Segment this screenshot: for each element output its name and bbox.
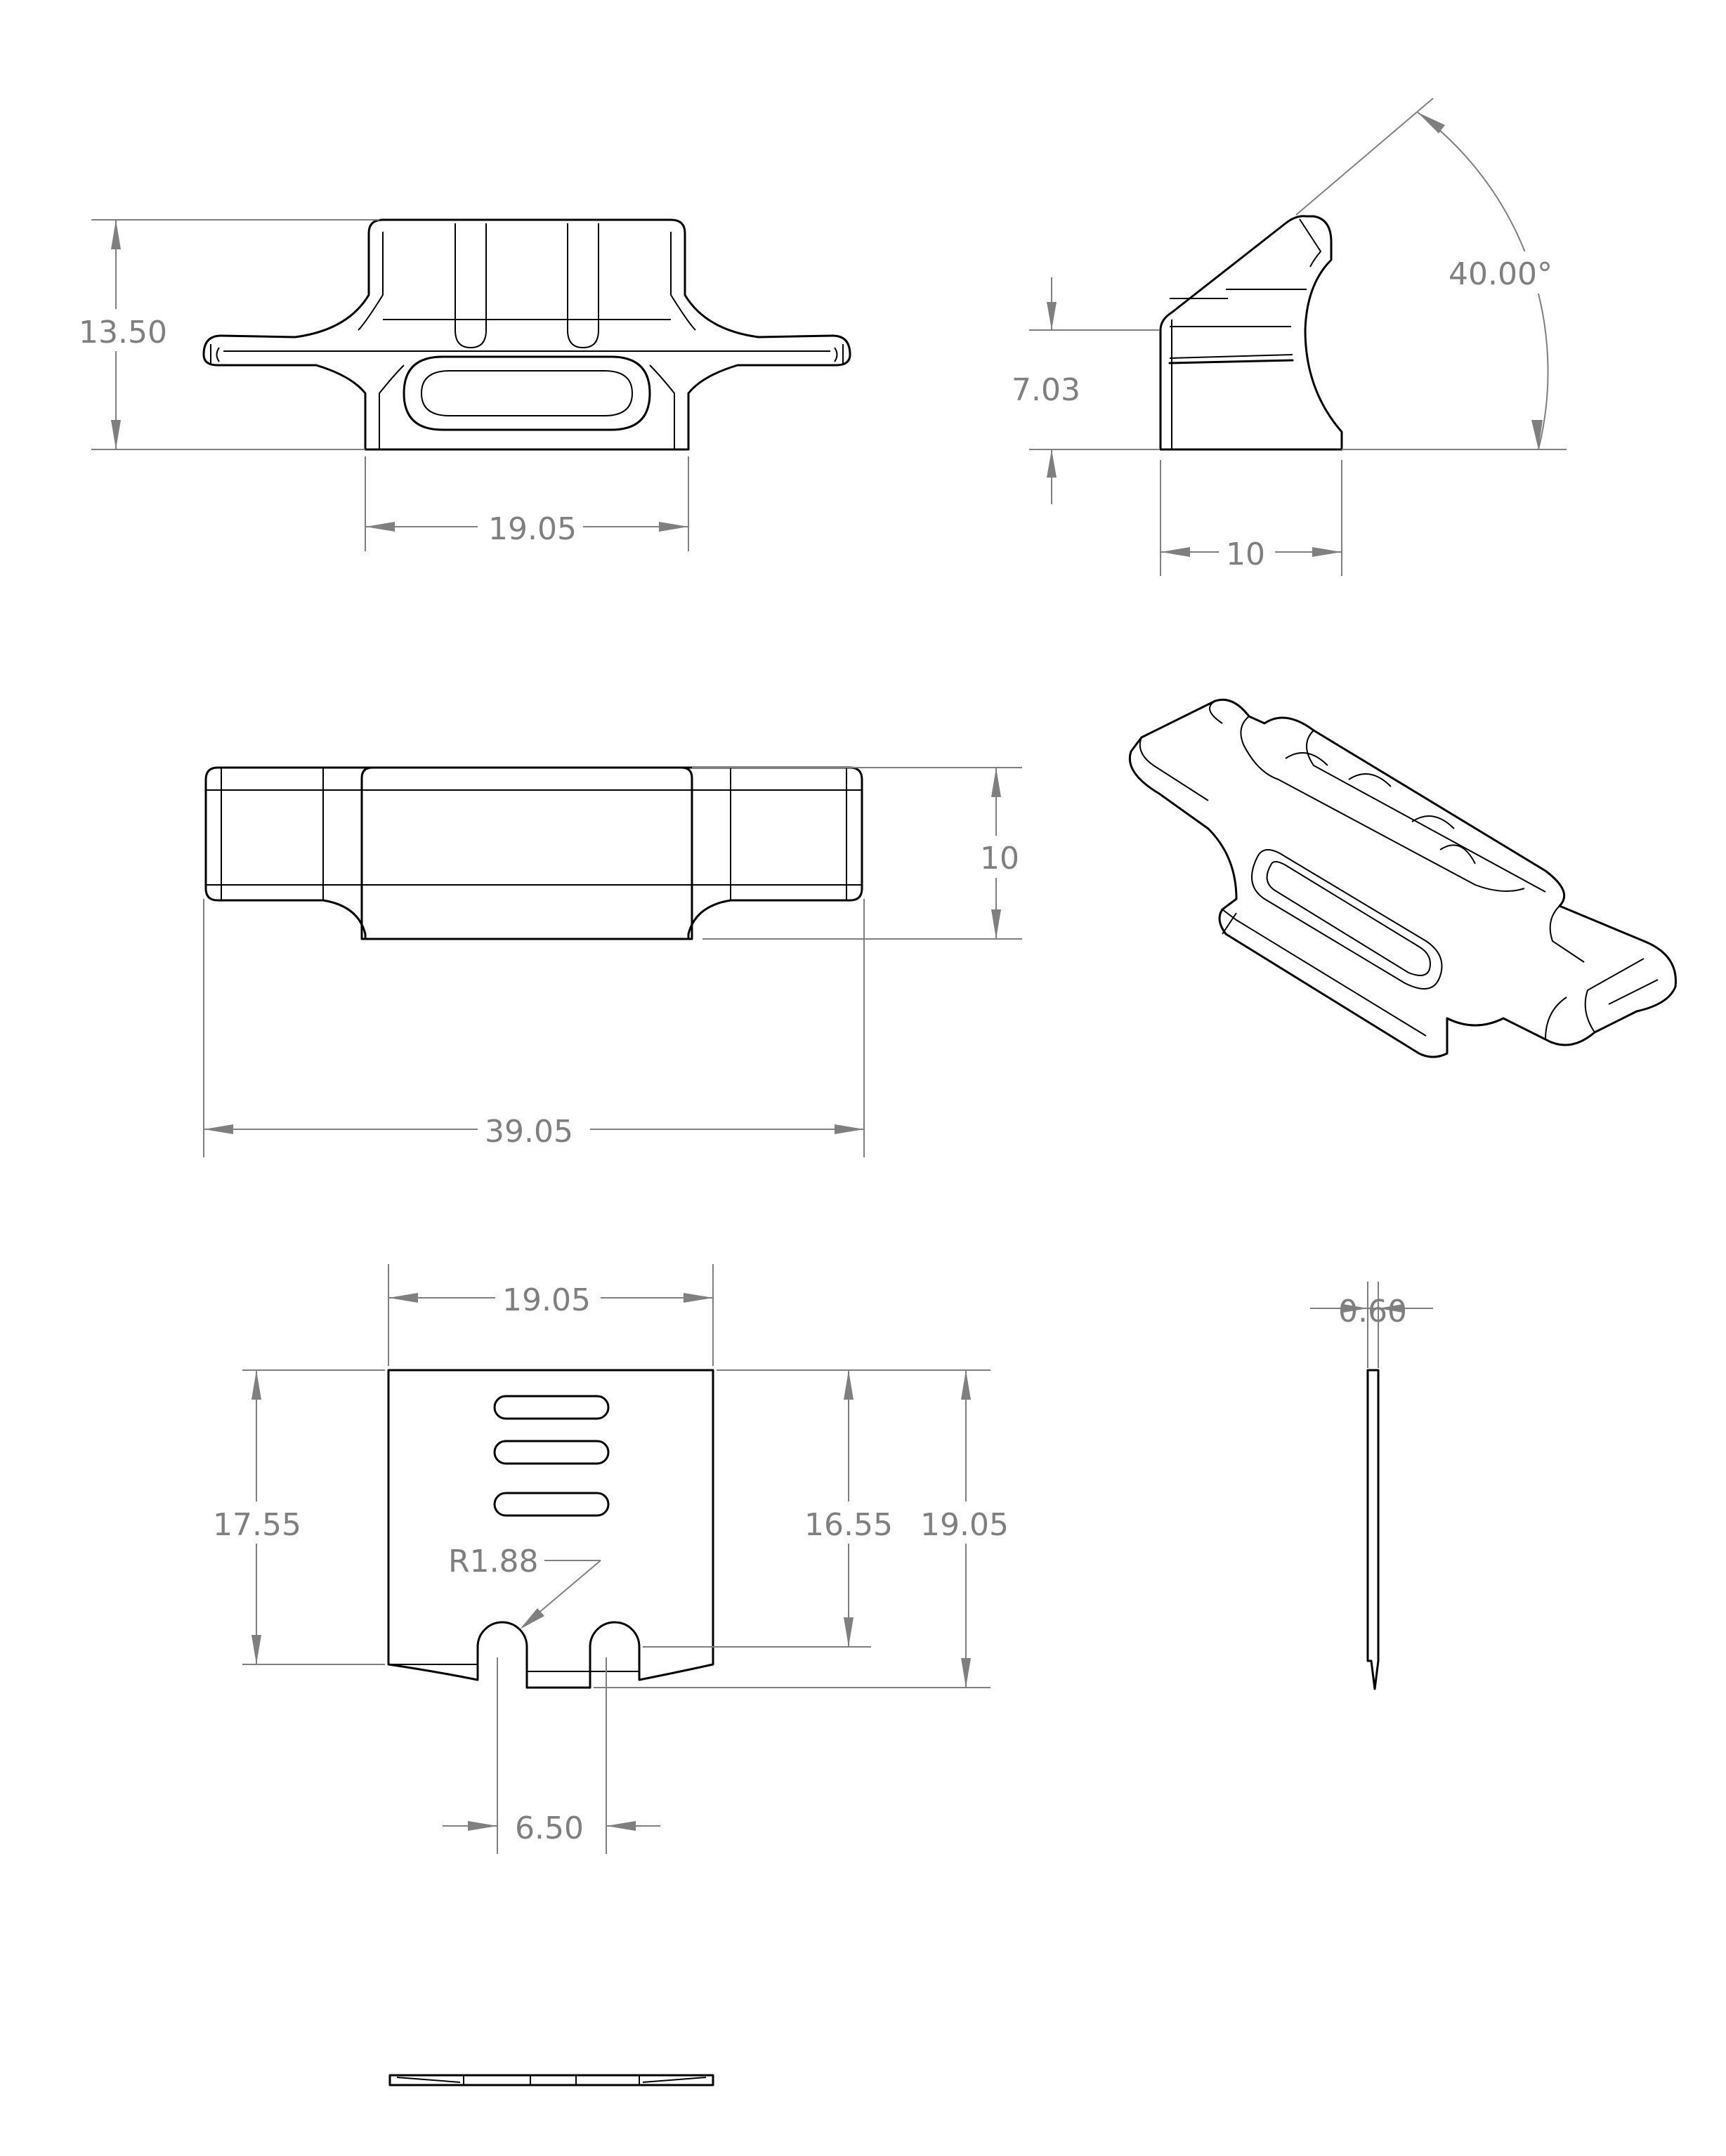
front-view-slot	[403, 355, 651, 431]
dim-top-length-label: 39.05	[485, 1114, 573, 1150]
top-view	[204, 766, 863, 940]
dim-front-height: 13.50	[70, 219, 379, 450]
dim-front-height-label: 13.50	[79, 315, 167, 350]
dim-flat-height-right-label: 19.05	[920, 1507, 1009, 1543]
front-view-tab-right	[834, 344, 844, 365]
front-view-slot-inner	[420, 370, 634, 416]
dim-flat-height-left: 17.55	[211, 1369, 385, 1665]
dim-side-angle-label: 40.00°	[1449, 256, 1552, 292]
iso-edges-top	[1139, 700, 1546, 893]
dim-flat-height-inner-label: 16.55	[804, 1507, 893, 1543]
front-view-rib-right	[567, 223, 599, 349]
flat-pattern-slot-2	[493, 1440, 610, 1465]
dim-thickness-label: 0.60	[1338, 1294, 1407, 1329]
side-view-outline	[1159, 215, 1343, 451]
top-view-outline	[204, 766, 863, 940]
side-view-inner-edges	[1170, 218, 1322, 449]
flat-pattern-slot-3	[493, 1492, 610, 1517]
dim-flat-height-right: 19.05	[594, 1369, 1012, 1688]
dim-notch-radius-label: R1.88	[448, 1544, 539, 1579]
top-view-center-plate	[360, 766, 693, 940]
dim-top-depth: 10	[692, 767, 1026, 940]
dim-notch-spacing: 6.50	[443, 1657, 660, 1854]
dim-top-length: 39.05	[203, 899, 865, 1157]
top-view-inner-lines	[206, 768, 862, 900]
front-view-outline	[202, 218, 851, 451]
flat-pattern-bend-lines	[388, 1664, 639, 1672]
dim-side-depth-label: 10	[1226, 537, 1265, 572]
dim-notch-radius: R1.88	[448, 1544, 601, 1629]
dim-flat-height-inner: 16.55	[643, 1369, 896, 1648]
dim-flat-width-label: 19.05	[502, 1282, 591, 1318]
dim-flat-height-left-label: 17.55	[213, 1507, 301, 1543]
flat-pattern	[387, 1369, 714, 1689]
edge-view-outline	[1366, 1369, 1380, 1690]
dim-front-width-label: 19.05	[488, 511, 577, 547]
front-view	[202, 218, 851, 451]
front-view-tab-left	[210, 344, 220, 365]
dim-notch-spacing-label: 6.50	[515, 1810, 584, 1846]
dim-side-height-label: 7.03	[1012, 372, 1080, 408]
flat-pattern-outline	[387, 1369, 714, 1689]
side-view	[1159, 215, 1343, 451]
dim-thickness: 0.60	[1310, 1282, 1433, 1368]
isometric-view	[1128, 698, 1677, 1058]
front-view-base-inner	[379, 364, 675, 449]
dim-flat-width: 19.05	[388, 1264, 714, 1366]
dim-side-depth: 10	[1160, 460, 1342, 576]
iso-edges-ribs	[1285, 752, 1476, 865]
dim-front-width: 19.05	[365, 456, 689, 551]
front-view-shoulder-right	[670, 232, 696, 331]
dim-side-angle: 40.00°	[1295, 98, 1567, 450]
front-view-shoulder-left	[223, 232, 830, 352]
iso-slot-inner	[1266, 860, 1431, 976]
dim-side-height: 7.03	[1012, 277, 1159, 504]
iso-outline	[1128, 698, 1677, 1058]
side-view-seam-2	[1169, 354, 1293, 359]
flat-pattern-slot-1	[493, 1395, 610, 1420]
bottom-edge-lines	[396, 2075, 707, 2085]
bottom-edge-strip	[388, 2074, 714, 2086]
side-view-seam	[1168, 359, 1294, 364]
front-view-rib-left	[455, 223, 487, 349]
iso-slot	[1251, 849, 1443, 990]
dim-top-depth-label: 10	[980, 841, 1019, 876]
bottom-edge-view	[388, 2074, 714, 2086]
edge-view	[1366, 1369, 1380, 1690]
iso-edges-bottom	[1222, 905, 1659, 1040]
